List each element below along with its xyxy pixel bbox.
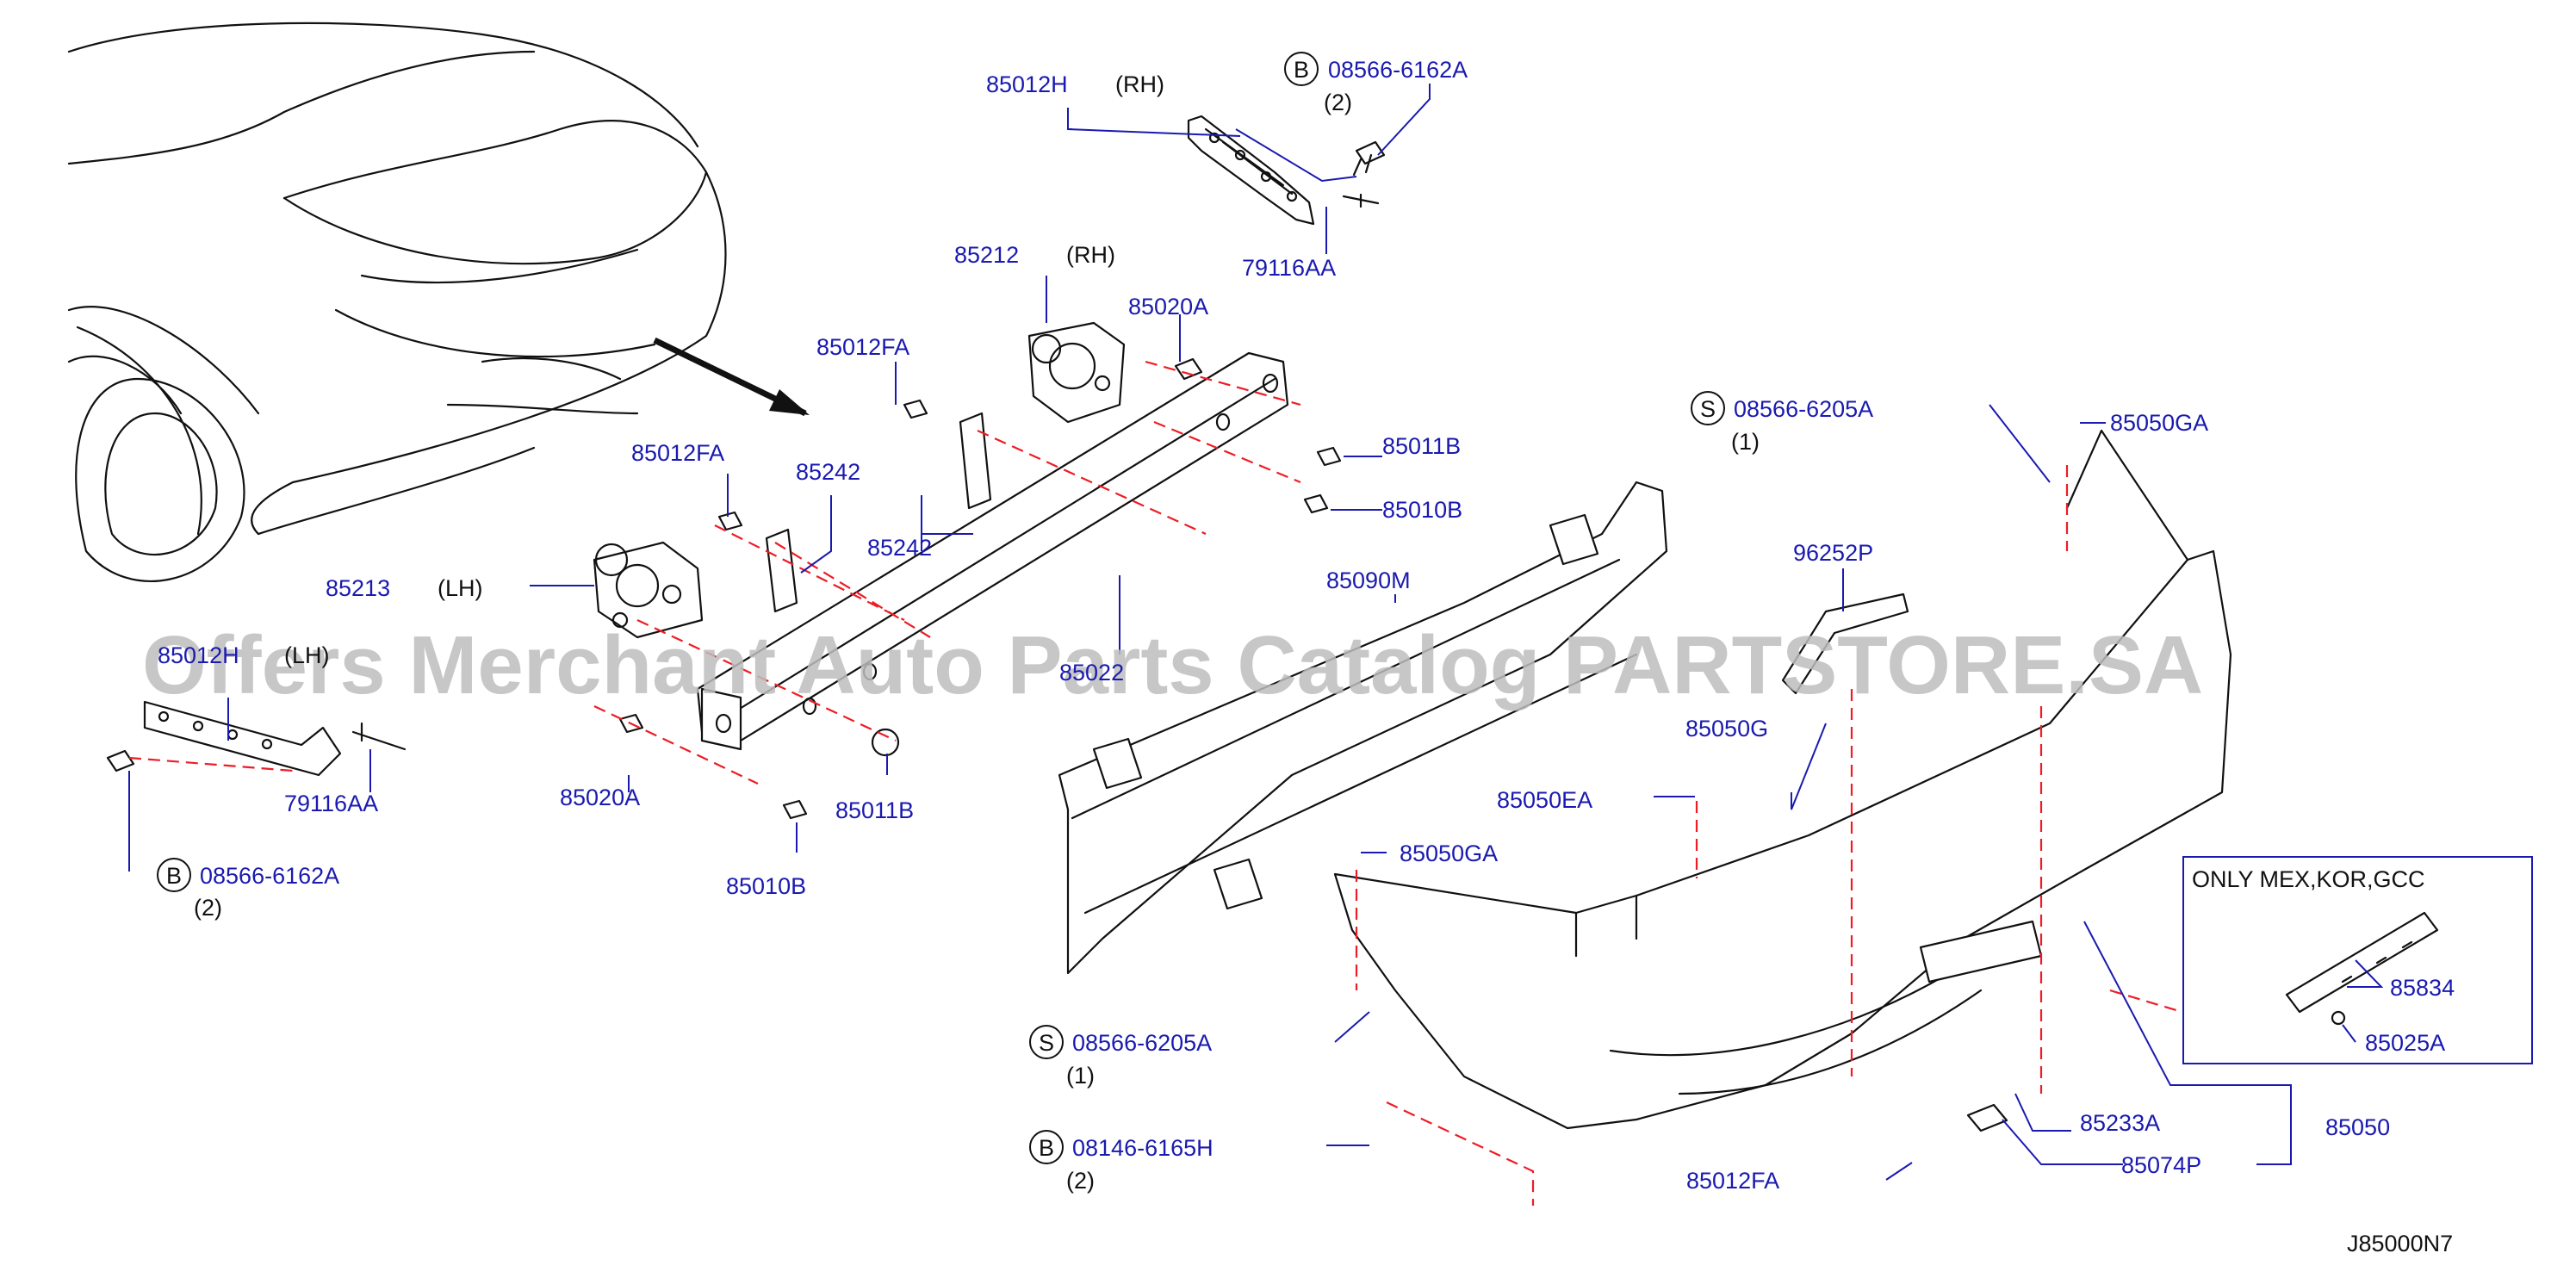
label-85834: 85834 xyxy=(2390,975,2455,1001)
bracket-85213-lh xyxy=(593,541,704,639)
part-labels: 85012H (RH) 08566-6162A (2) 79116AA 8521… xyxy=(158,57,2455,1256)
bracket-85012H-rh xyxy=(1187,115,1386,226)
car-rear-illustration xyxy=(67,22,810,582)
label-79116AA-top: 79116AA xyxy=(1242,255,1336,281)
label-lh-2: (LH) xyxy=(284,642,330,668)
circle-s-bot: S xyxy=(1039,1030,1054,1056)
circle-s-top: S xyxy=(1700,396,1716,422)
label-rh-2: (RH) xyxy=(1066,242,1115,268)
label-rh-1: (RH) xyxy=(1115,71,1164,97)
label-lh-1: (LH) xyxy=(438,575,483,601)
circle-b-left: B xyxy=(166,863,182,889)
label-85025A: 85025A xyxy=(2365,1030,2445,1056)
bracket-96252P xyxy=(1781,592,1909,695)
label-08566-6205A-bot: 08566-6205A xyxy=(1072,1030,1212,1056)
label-85012FA-3: 85012FA xyxy=(1686,1168,1779,1194)
label-85011B-right: 85011B xyxy=(1382,433,1461,459)
watermark-text: Offers Merchant Auto Parts Catalog PARTS… xyxy=(142,619,2203,711)
label-08566-6205A-top: 08566-6205A xyxy=(1734,396,1873,422)
bracket-85212-rh xyxy=(1027,321,1126,424)
label-qty-left: (2) xyxy=(194,895,222,921)
label-qty-b-bot: (2) xyxy=(1066,1168,1095,1194)
label-08146-6165H: 08146-6165H xyxy=(1072,1135,1214,1161)
label-85233A: 85233A xyxy=(2080,1110,2160,1136)
dashed-guide-lines xyxy=(128,360,2283,1206)
diagram-code: J85000N7 xyxy=(2347,1231,2453,1256)
inset-mex-kor-gcc xyxy=(2182,856,2533,1064)
label-08566-6162A-top: 08566-6162A xyxy=(1328,57,1468,83)
circled-letters: B B S S B xyxy=(157,52,1725,1164)
label-85012FA-1: 85012FA xyxy=(816,334,909,360)
label-85213: 85213 xyxy=(326,575,390,601)
label-qty-top: (2) xyxy=(1324,90,1352,115)
label-85050: 85050 xyxy=(2325,1114,2390,1140)
label-85050GA-top: 85050GA xyxy=(2110,410,2208,436)
circle-b-top: B xyxy=(1294,57,1309,83)
label-85212: 85212 xyxy=(954,242,1019,268)
bumper-reinforcement-85022 xyxy=(696,351,1289,751)
label-85090M: 85090M xyxy=(1326,568,1411,593)
label-85010B-right: 85010B xyxy=(1382,497,1462,523)
label-85020A-top: 85020A xyxy=(1128,294,1208,320)
label-85012H-rh: 85012H xyxy=(986,71,1068,97)
label-85050EA: 85050EA xyxy=(1497,787,1592,813)
label-85011B-bot: 85011B xyxy=(835,797,914,823)
label-96252P: 96252P xyxy=(1793,540,1873,566)
inset-title: ONLY MEX,KOR,GCC xyxy=(2192,866,2425,892)
label-85012H-lh: 85012H xyxy=(158,642,239,668)
energy-absorber-85090M xyxy=(1058,481,1668,975)
label-85074P: 85074P xyxy=(2121,1152,2201,1178)
label-85050GA-mid: 85050GA xyxy=(1400,841,1498,866)
rear-bumper-fascia-85050 xyxy=(1333,429,2232,1132)
label-85050G: 85050G xyxy=(1685,716,1768,741)
label-85242-bot: 85242 xyxy=(867,535,932,561)
leader-lines xyxy=(128,84,2384,1181)
circle-b-bot: B xyxy=(1039,1135,1054,1161)
bracket-85012H-lh xyxy=(143,700,407,777)
fasteners xyxy=(106,357,1342,820)
bracket-85242 xyxy=(765,412,992,613)
label-08566-6162A-left: 08566-6162A xyxy=(200,863,339,889)
label-85020A-bot: 85020A xyxy=(560,785,640,810)
label-qty-s-top: (1) xyxy=(1731,429,1760,455)
label-85010B-bot: 85010B xyxy=(726,873,806,899)
label-qty-s-bot: (1) xyxy=(1066,1063,1095,1089)
label-85012FA-2: 85012FA xyxy=(631,440,724,466)
label-79116AA-left: 79116AA xyxy=(284,791,378,816)
label-85242-top: 85242 xyxy=(796,459,860,485)
label-85022: 85022 xyxy=(1059,660,1124,686)
